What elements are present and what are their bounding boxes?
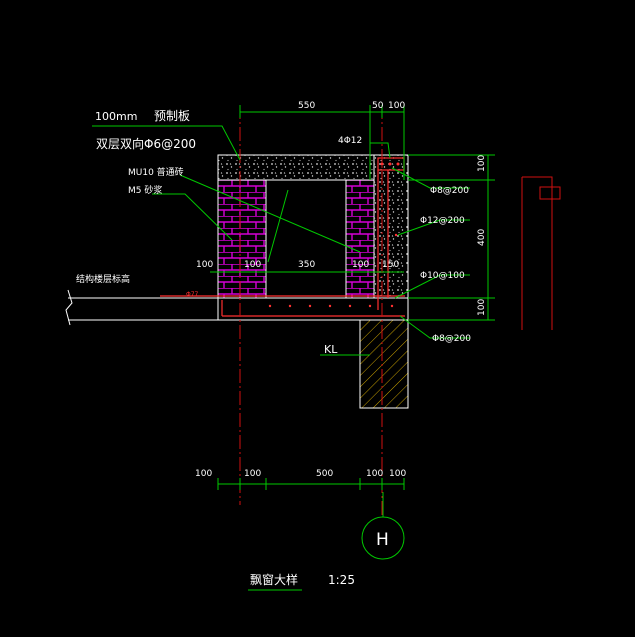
dim-mid-100c: 100 xyxy=(352,260,369,270)
brick-wall-left xyxy=(217,179,267,299)
side-section-sketch xyxy=(521,176,561,330)
dim-right-100b: 100 xyxy=(477,299,487,316)
concrete-column xyxy=(373,154,409,299)
vertical-bars-label: Φ12@200 xyxy=(420,216,465,226)
axis-label: H xyxy=(376,530,389,550)
small-mark-label: Φ77 xyxy=(186,291,199,298)
dim-right-400: 400 xyxy=(477,229,487,246)
mortar-spec-label: M5 砂浆 xyxy=(128,184,162,196)
dim-mid-100a: 100 xyxy=(196,260,213,270)
dim-top-50: 50 xyxy=(372,101,384,111)
brick-wall-right xyxy=(345,179,375,299)
dim-top-100: 100 xyxy=(388,101,405,111)
beam-label: KL xyxy=(324,343,338,356)
dim-right-100a: 100 xyxy=(477,155,487,172)
floor-slab xyxy=(217,297,409,321)
dim-bottom-100c: 100 xyxy=(366,469,383,479)
dim-bottom-500: 500 xyxy=(316,469,333,479)
dimension-lines xyxy=(210,105,495,490)
window-opening xyxy=(265,179,347,299)
dim-top-550: 550 xyxy=(298,101,315,111)
rebar-group xyxy=(160,157,405,317)
rebar-dots xyxy=(268,162,400,308)
dim-bottom-100b: 100 xyxy=(244,469,261,479)
slab-rebar-label: 双层双向Φ6@200 xyxy=(96,136,196,151)
drawing-scale: 1:25 xyxy=(328,573,355,587)
break-line xyxy=(65,289,73,326)
dim-bottom-100d: 100 xyxy=(389,469,406,479)
dim-bottom-100a: 100 xyxy=(195,469,212,479)
leader-lines xyxy=(92,125,470,356)
slab-thickness-label: 100mm xyxy=(95,110,137,123)
drawing-title: 飘窗大样 xyxy=(250,572,298,587)
stirrup-top-label: Φ8@200 xyxy=(430,186,469,196)
floor-level-label: 结构楼层标高 xyxy=(76,273,130,285)
dim-mid-100b: 100 xyxy=(244,260,261,270)
brick-spec-label: MU10 普通砖 xyxy=(128,166,184,178)
top-bars-label: 4Φ12 xyxy=(338,136,362,146)
dim-mid-350: 350 xyxy=(298,260,315,270)
stirrup-bottom-label: Φ8@200 xyxy=(432,334,471,344)
dim-mid-150: 150 xyxy=(382,260,399,270)
slab-type-label: 预制板 xyxy=(154,109,190,123)
sill-bars-label: Φ10@100 xyxy=(420,271,465,281)
beam-kl xyxy=(359,319,409,409)
